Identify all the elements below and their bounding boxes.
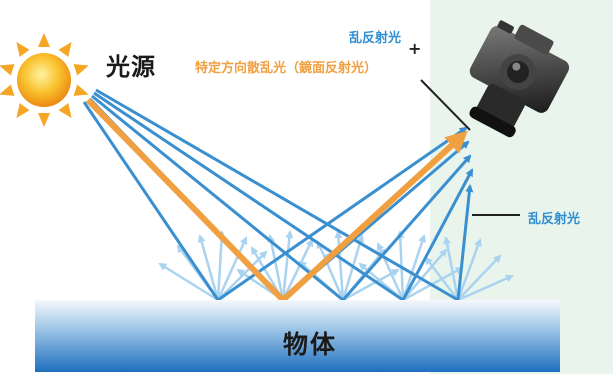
object-slab — [35, 300, 560, 372]
object-label: 物体 — [283, 330, 338, 359]
callout-line-top — [420, 79, 471, 131]
camera-icon — [469, 20, 570, 138]
plus-sign: + — [408, 39, 422, 58]
light-source-label: 光源 — [106, 53, 156, 81]
diffuse-light-side-label: 乱反射光 — [528, 212, 581, 227]
specular-light-label: 特定方向散乱光（鏡面反射光） — [195, 61, 378, 76]
diffuse-light-camera-label: 乱反射光 — [349, 31, 402, 46]
specular-ray — [85, 97, 468, 303]
sun-icon — [0, 33, 89, 127]
